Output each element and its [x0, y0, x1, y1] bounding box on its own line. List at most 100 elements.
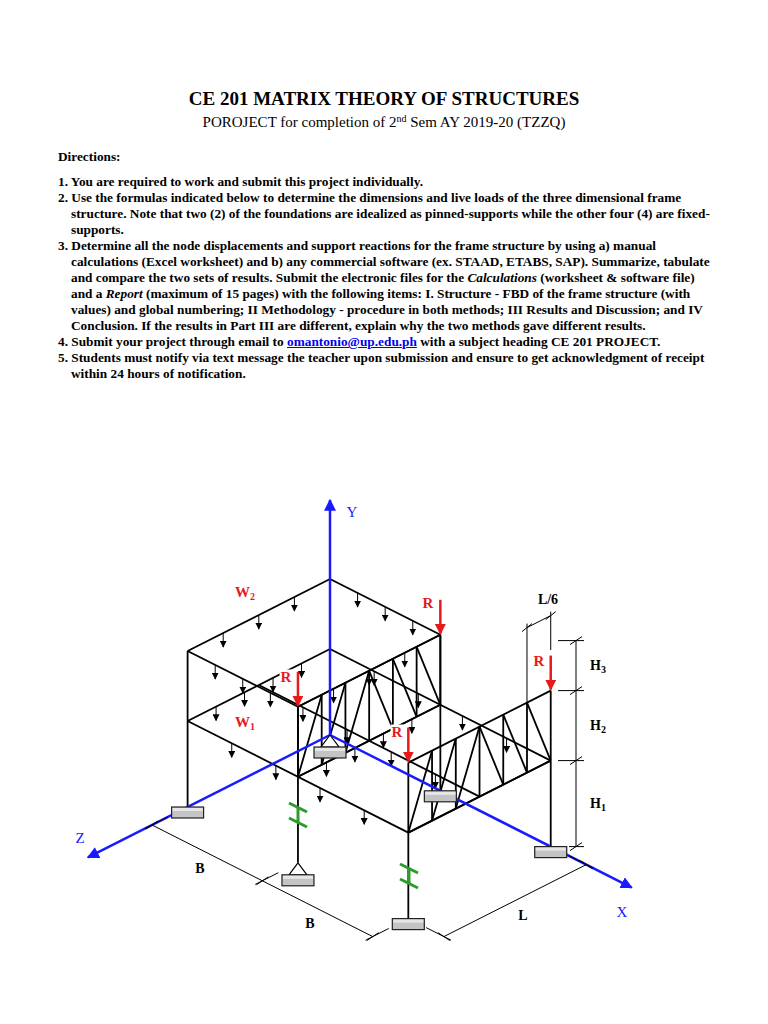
point-load-arrow [407, 728, 410, 762]
load-arrow [364, 810, 365, 824]
frame-member [527, 703, 551, 761]
frame-member [298, 695, 322, 777]
text-segment: nd [397, 113, 407, 124]
dimension-line [256, 877, 268, 885]
direction-item: 1. You are required to work and submit t… [58, 174, 714, 190]
dimension-label: H2 [589, 719, 607, 733]
dimension-line [438, 933, 450, 941]
subscript: 1 [601, 802, 606, 813]
point-load-label: R [533, 654, 546, 669]
frame-member [480, 727, 504, 785]
load-label: W2 [234, 585, 256, 600]
text-segment: 2. Use the formulas indicated below to d… [58, 190, 710, 237]
support-block-shade [283, 876, 313, 879]
load-arrow [385, 607, 386, 621]
dimension-line [550, 612, 551, 650]
load-arrow [404, 653, 405, 667]
dimension-line [558, 760, 584, 761]
i-section-symbol [408, 869, 411, 884]
frame-member [439, 635, 441, 705]
load-arrow [258, 615, 259, 629]
text-segment: Sem AY 2019-20 (TZZQ) [410, 114, 565, 130]
load-arrow [435, 774, 436, 788]
load-arrow [391, 752, 392, 766]
load-arrow [326, 762, 327, 776]
frame-member [187, 651, 189, 721]
frame-member [416, 647, 418, 717]
frame-member [393, 659, 417, 717]
load-arrow [411, 719, 412, 733]
frame-member [502, 715, 504, 785]
dimension-line [576, 641, 577, 847]
load-arrow [216, 707, 217, 721]
frame-member [297, 777, 299, 863]
load-arrow [462, 716, 463, 730]
load-arrow [275, 766, 276, 780]
text-segment: with a subject heading CE 201 PROJECT. [420, 334, 660, 349]
distributed-loads [215, 593, 506, 824]
dimension-line [255, 873, 278, 885]
global-axis [329, 500, 332, 735]
load-arrow [215, 665, 216, 679]
direction-item: 2. Use the formulas indicated below to d… [58, 190, 714, 238]
load-arrow [369, 671, 370, 685]
load-arrow [242, 679, 243, 693]
axes [88, 500, 632, 888]
load-arrow [320, 788, 321, 802]
subscript: 2 [250, 591, 255, 602]
frame-members [188, 579, 551, 919]
support-block [314, 747, 346, 758]
support-block-shade [315, 748, 345, 751]
frame-member [297, 707, 299, 777]
dimension-label: B [194, 862, 205, 876]
support-block [282, 875, 314, 886]
load-arrow [347, 730, 348, 744]
dimension-line [146, 821, 158, 829]
direction-item: 5. Students must notify via text message… [58, 350, 714, 382]
dimension-line [580, 861, 592, 869]
load-arrow [231, 743, 232, 757]
frame-member [456, 727, 480, 809]
dimension-line [527, 616, 551, 628]
frame-member [345, 671, 369, 753]
load-arrow [302, 707, 303, 721]
text-segment: 4. Submit your project through email to [58, 334, 284, 349]
load-arrow [357, 593, 358, 607]
frame-member [550, 691, 552, 761]
load-arrow [301, 663, 302, 677]
load-arrow [354, 748, 355, 762]
support-block [535, 847, 567, 858]
axis-label: X [616, 905, 629, 920]
frame-member [297, 707, 299, 777]
dimension-line [145, 817, 168, 829]
point-loads [298, 600, 551, 762]
support-block-shade [173, 808, 203, 811]
load-arrow [412, 621, 413, 635]
point-load-label: R [280, 670, 293, 685]
title: CE 201 MATRIX THEORY OF STRUCTURES [0, 88, 768, 110]
subtitle: POROJECT for completion of 2nd Sem AY 20… [0, 114, 768, 131]
dimension-line [569, 856, 594, 869]
load-arrow [294, 597, 295, 611]
point-load-arrow [297, 672, 300, 706]
subscript: 1 [250, 721, 255, 732]
text-segment: 5. Students must notify via text message… [58, 350, 704, 381]
dimension-line [426, 928, 451, 941]
text-segment: Calculations [467, 270, 536, 285]
frame-member [526, 703, 528, 773]
load-arrow [223, 633, 224, 647]
load-arrow [374, 671, 375, 685]
frame-member [479, 727, 481, 797]
axis-label: Y [346, 505, 359, 520]
global-axis [330, 735, 632, 888]
frame-member [188, 579, 330, 651]
text-segment: (maximum of 15 pages) with the following… [71, 286, 703, 333]
directions-text: Directions:1. You are required to work a… [58, 149, 714, 382]
direction-item: 3. Determine all the node displacements … [58, 238, 714, 334]
dimension-line [558, 690, 584, 691]
dimension-label: L [517, 909, 528, 923]
point-load-label: R [422, 596, 435, 611]
dimension-lines [145, 612, 594, 941]
frame-member [369, 671, 393, 729]
load-arrow [270, 693, 271, 707]
